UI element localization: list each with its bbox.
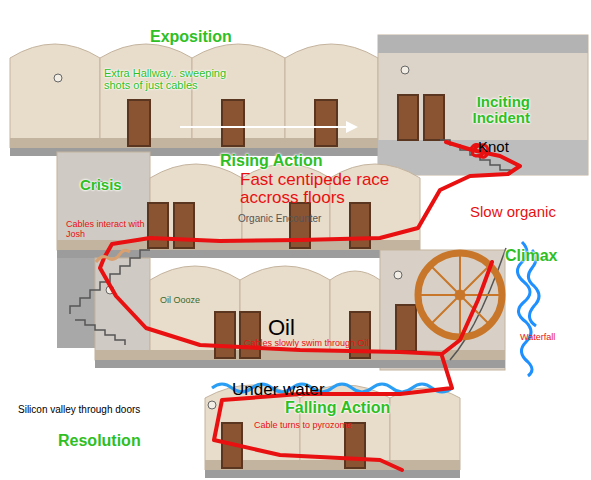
camera-arrowhead [346, 121, 358, 133]
story-label: Climax [505, 247, 585, 264]
story-label: Waterfall [520, 333, 590, 343]
camera-arrow [180, 126, 348, 128]
story-label: Knot [478, 139, 538, 155]
story-label: Falling Action [285, 399, 425, 416]
story-label: Inciting Incident [450, 94, 530, 126]
story-label: Organic Encounter [238, 214, 348, 225]
story-label: Silicon valley through doors [18, 405, 188, 416]
story-label: Cables interact with Josh [66, 220, 148, 239]
story-label: Extra Hallway.. sweeping shots of just c… [104, 68, 244, 92]
story-label: Cables slowly swim through Oil [244, 339, 414, 349]
story-label: Slow organic [470, 204, 590, 220]
story-label: Resolution [58, 432, 168, 449]
story-label: Exposition [150, 28, 260, 45]
story-label: Oil [268, 316, 318, 340]
story-label: Under water [232, 381, 352, 399]
cable-squiggle [96, 250, 130, 262]
cable [100, 142, 520, 470]
story-label: Cable turns to pyrozome [254, 421, 404, 431]
story-label: Fast centipede race accross floors [240, 171, 415, 208]
doors [128, 95, 444, 468]
stairs [70, 140, 510, 360]
story-label: Crisis [80, 177, 150, 193]
story-label: Rising Action [220, 152, 360, 169]
story-label: Oil Oooze [160, 296, 230, 306]
